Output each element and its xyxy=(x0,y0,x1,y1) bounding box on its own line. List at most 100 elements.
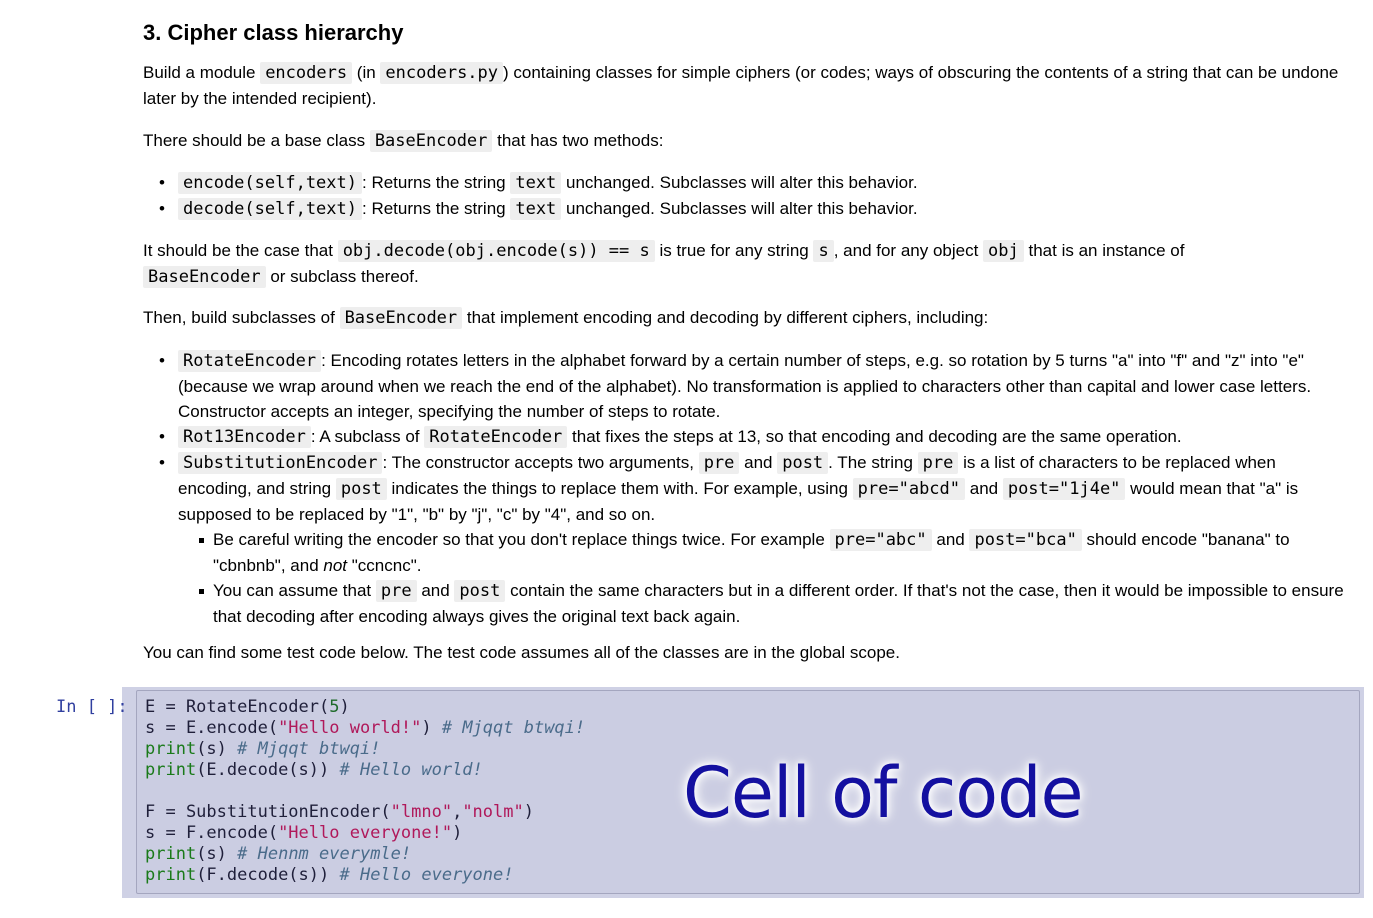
inline-code: pre xyxy=(698,452,740,474)
text: that implement encoding and decoding by … xyxy=(462,308,989,327)
text: unchanged. Subclasses will alter this be… xyxy=(561,173,918,192)
inline-code: post="bca" xyxy=(969,529,1082,551)
code-token: s = E.encode( xyxy=(145,718,279,738)
text: : The constructor accepts two arguments, xyxy=(382,453,699,472)
text: . The string xyxy=(828,453,918,472)
code-line[interactable]: print(s) # Hennm everymle! xyxy=(145,844,585,865)
text: should encode "banana" to "cbnbnb", and xyxy=(213,530,1290,575)
text: "ccncnc". xyxy=(347,556,422,575)
code-token: ) xyxy=(339,697,350,717)
code-token: # Hello everyone! xyxy=(339,865,514,885)
inline-code: pre xyxy=(375,580,417,602)
inline-code: encoders xyxy=(260,62,353,84)
code-line[interactable]: s = F.encode("Hello everyone!") xyxy=(145,823,585,844)
annotation-label: Cell of code xyxy=(683,752,1084,834)
code-line[interactable]: s = E.encode("Hello world!") # Mjqqt btw… xyxy=(145,718,585,739)
text: : A subclass of xyxy=(310,427,425,446)
paragraph-invariant: It should be the case that obj.decode(ob… xyxy=(143,238,1348,290)
code-editor[interactable]: E = RotateEncoder(5)s = E.encode("Hello … xyxy=(145,697,585,886)
text: that is an instance of xyxy=(1023,241,1185,260)
text: contain the same characters but in a dif… xyxy=(213,581,1344,626)
code-token: E = RotateEncoder( xyxy=(145,697,330,717)
code-token: (F.decode(s)) xyxy=(196,865,340,885)
inline-code: obj.decode(obj.encode(s)) == s xyxy=(337,240,655,262)
list-item-rot13: Rot13Encoder: A subclass of RotateEncode… xyxy=(143,424,1353,450)
text: : Encoding rotates letters in the alphab… xyxy=(178,351,1312,421)
code-line[interactable]: print(s) # Mjqqt btwqi! xyxy=(145,739,585,760)
code-token: "nolm" xyxy=(462,802,524,822)
inline-code: BaseEncoder xyxy=(369,130,493,152)
inline-code: encode(self,text) xyxy=(178,172,362,194)
section-heading: 3. Cipher class hierarchy xyxy=(143,20,404,45)
code-cell-input[interactable] xyxy=(136,690,1360,894)
code-token: "Hello everyone!" xyxy=(278,823,453,843)
text: that has two methods: xyxy=(492,131,664,150)
text: would mean that "a" is supposed to be re… xyxy=(178,479,1299,524)
inline-code: post xyxy=(335,478,387,500)
code-token: "lmno" xyxy=(390,802,453,822)
cell-prompt: In [ ]: xyxy=(56,697,128,717)
method-list: encode(self,text): Returns the string te… xyxy=(143,170,1353,222)
inline-code: obj xyxy=(983,240,1024,262)
code-line[interactable]: E = RotateEncoder(5) xyxy=(145,697,585,718)
paragraph-subclasses: Then, build subclasses of BaseEncoder th… xyxy=(143,305,1348,331)
code-token: # Mjqqt btwqi! xyxy=(237,739,381,759)
code-token: (s) xyxy=(196,739,238,759)
code-token: # Mjqqt btwqi! xyxy=(441,718,586,738)
code-token: (E.decode(s)) xyxy=(196,760,340,780)
text: : Returns the string xyxy=(362,199,511,218)
substitution-notes: Be careful writing the encoder so that y… xyxy=(178,527,1353,629)
text: , and for any object xyxy=(833,241,984,260)
inline-code: decode(self,text) xyxy=(178,198,362,220)
inline-code: encoders.py xyxy=(380,62,504,84)
code-token: # Hennm everymle! xyxy=(237,844,412,864)
code-token: print xyxy=(145,865,197,885)
subclass-list: RotateEncoder: Encoding rotates letters … xyxy=(143,348,1353,629)
text: that fixes the steps at 13, so that enco… xyxy=(567,427,1182,446)
inline-code: post="1j4e" xyxy=(1002,478,1126,500)
code-token: "Hello world!" xyxy=(278,718,422,738)
inline-code: RotateEncoder xyxy=(178,350,322,372)
code-token: s = F.encode( xyxy=(145,823,279,843)
paragraph-module: Build a module encoders (in encoders.py)… xyxy=(143,60,1348,111)
code-line[interactable]: print(E.decode(s)) # Hello world! xyxy=(145,760,585,781)
text: is true for any string xyxy=(654,241,814,260)
code-token: (s) xyxy=(196,844,238,864)
paragraph-test-code: You can find some test code below. The t… xyxy=(143,643,900,662)
text: is a list of characters to be replaced w… xyxy=(178,453,1276,498)
text: It should be the case that xyxy=(143,241,338,260)
list-item: encode(self,text): Returns the string te… xyxy=(143,170,1353,196)
code-line[interactable] xyxy=(145,781,585,802)
code-token: ) xyxy=(421,718,442,738)
code-token: print xyxy=(145,844,197,864)
code-token: # Hello world! xyxy=(339,760,483,780)
text: You can assume that xyxy=(213,581,376,600)
text: ) containing classes for simple ciphers … xyxy=(143,63,1339,108)
paragraph-base-class: There should be a base class BaseEncoder… xyxy=(143,128,1348,154)
code-token: ) xyxy=(452,823,463,843)
inline-code: pre="abcd" xyxy=(852,478,966,500)
text: and xyxy=(739,453,778,472)
text: and xyxy=(416,581,455,600)
code-token: F = SubstitutionEncoder( xyxy=(145,802,391,822)
inline-code: SubstitutionEncoder xyxy=(178,452,383,474)
code-token: , xyxy=(452,802,463,822)
code-token: print xyxy=(145,760,197,780)
inline-code: BaseEncoder xyxy=(339,307,463,329)
inline-code: text xyxy=(510,198,562,220)
inline-code: post xyxy=(777,452,829,474)
code-line[interactable]: print(F.decode(s)) # Hello everyone! xyxy=(145,865,585,886)
list-item: decode(self,text): Returns the string te… xyxy=(143,196,1353,222)
code-token: print xyxy=(145,739,197,759)
text: Be careful writing the encoder so that y… xyxy=(213,530,830,549)
inline-code: pre xyxy=(917,452,959,474)
inline-code: s xyxy=(813,240,834,262)
inline-code: BaseEncoder xyxy=(143,266,266,288)
code-line[interactable]: F = SubstitutionEncoder("lmno","nolm") xyxy=(145,802,585,823)
note-item: Be careful writing the encoder so that y… xyxy=(178,527,1353,578)
list-item-substitution: SubstitutionEncoder: The constructor acc… xyxy=(143,450,1353,629)
inline-code: text xyxy=(510,172,562,194)
text: : Returns the string xyxy=(362,173,511,192)
text: and xyxy=(931,530,970,549)
text: Build a module xyxy=(143,63,261,82)
